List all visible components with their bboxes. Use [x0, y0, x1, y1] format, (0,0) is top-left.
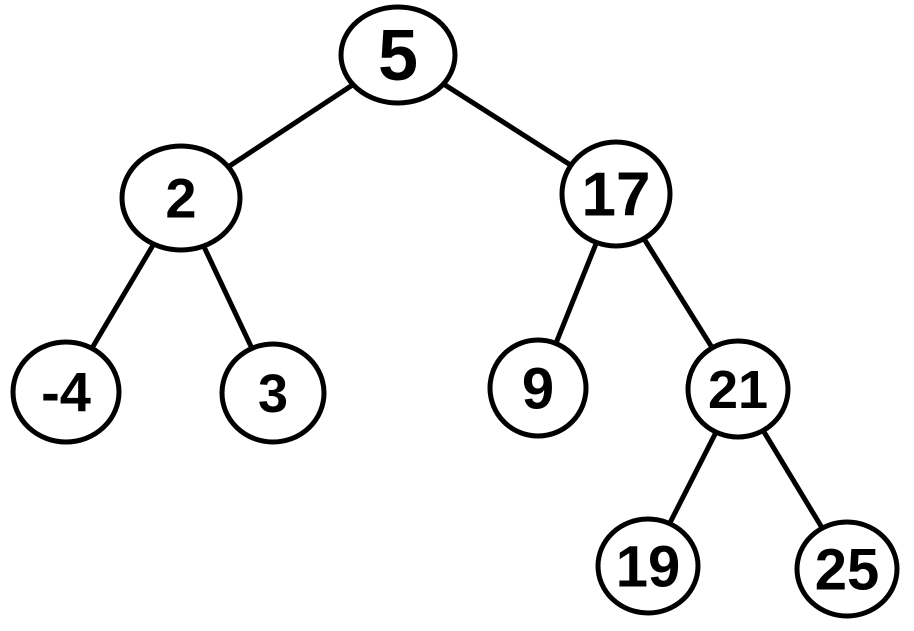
node-circle	[595, 516, 701, 616]
tree-node-9: 9	[487, 337, 589, 439]
node-label: 21	[708, 360, 768, 420]
node-circle	[685, 338, 791, 440]
tree-node-2: 2	[119, 143, 243, 253]
tree-node-25: 25	[794, 519, 900, 619]
node-label: 17	[582, 161, 651, 230]
tree-node--4: -4	[10, 339, 122, 445]
node-label: 9	[522, 356, 554, 421]
node-label: 25	[815, 537, 880, 602]
tree-node-17: 17	[559, 139, 673, 249]
node-circle	[487, 337, 589, 439]
node-circle	[219, 341, 327, 445]
tree-node-5: 5	[338, 4, 458, 106]
node-label: 19	[616, 534, 681, 599]
node-label: 2	[165, 167, 196, 230]
tree-node-21: 21	[685, 338, 791, 440]
node-circle	[338, 4, 458, 106]
node-circle	[10, 339, 122, 445]
node-label: 5	[378, 16, 418, 96]
tree-node-3: 3	[219, 341, 327, 445]
node-circle	[559, 139, 673, 249]
node-label: 3	[258, 364, 288, 424]
node-circle	[119, 143, 243, 253]
node-circle	[794, 519, 900, 619]
node-label: -4	[41, 361, 91, 424]
tree-node-19: 19	[595, 516, 701, 616]
